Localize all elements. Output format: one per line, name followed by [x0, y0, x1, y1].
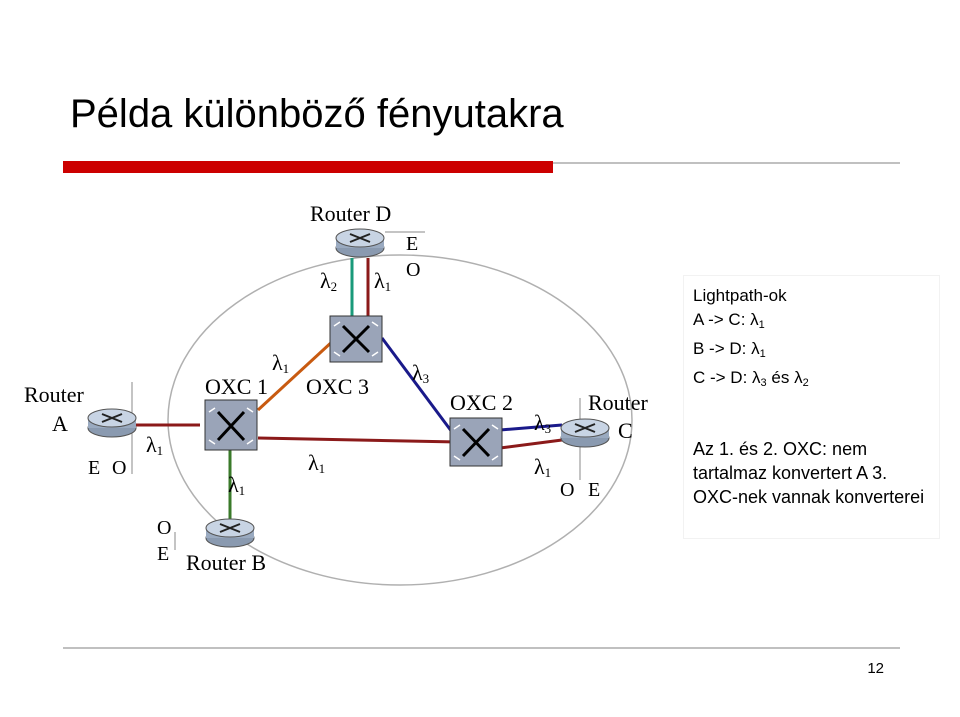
lambda-label: λ3	[412, 360, 430, 386]
link-oxc1-oxc2	[257, 436, 459, 444]
oxc3-label: OXC 3	[306, 374, 369, 399]
lightpath-line: A -> C: λ1	[693, 310, 765, 331]
router-d-port-e: E	[406, 233, 419, 255]
lambda-label: λ1	[308, 450, 326, 476]
router-c-label-1: Router	[588, 390, 648, 415]
lambda-label: λ2	[320, 268, 338, 294]
lambda-label: λ3	[534, 410, 552, 436]
router-c-icon	[560, 418, 610, 448]
network-ellipse	[167, 254, 633, 586]
router-c-port-e: E	[588, 479, 601, 501]
oxc3-icon	[329, 315, 383, 363]
title-underline-red	[63, 161, 553, 173]
lambda-label: λ1	[534, 454, 552, 480]
router-d-label: Router D	[310, 201, 392, 226]
lightpath-line: B -> D: λ1	[693, 339, 766, 360]
router-b-icon	[205, 518, 255, 548]
router-a-label-1: Router	[24, 382, 84, 407]
router-b-port-o: O	[157, 517, 172, 539]
lightpath-heading: Lightpath-ok	[693, 286, 787, 305]
link-oxc1-oxc3	[256, 338, 336, 412]
router-d-port-o: O	[406, 259, 421, 281]
link-oxc3-oxc2	[380, 337, 454, 433]
router-a-port-e: E	[88, 457, 101, 479]
converter-note: Az 1. és 2. OXC: nem tartalmaz konverter…	[693, 439, 925, 507]
links	[130, 231, 581, 550]
lambda-label: λ1	[228, 472, 246, 498]
oxc2-icon	[449, 417, 503, 467]
oxc1-icon	[204, 399, 258, 451]
router-b-label: Router B	[186, 550, 267, 575]
link-a-oxc1-fiber	[132, 438, 205, 500]
lightpath-info-box: Lightpath-ok A -> C: λ1 B -> D: λ1 C -> …	[684, 276, 939, 538]
oxc2-label: OXC 2	[450, 390, 513, 415]
router-a-label-2: A	[52, 411, 68, 436]
lambda-label: λ1	[272, 350, 290, 376]
page-number: 12	[867, 660, 884, 677]
router-a-port-o: O	[112, 457, 127, 479]
link-oxc2-routerc-blue	[499, 423, 563, 432]
lightpath-list: Lightpath-ok A -> C: λ1 B -> D: λ1 C -> …	[693, 284, 809, 395]
router-d-icon	[335, 228, 385, 258]
router-b-port-e: E	[157, 543, 170, 565]
lightpath-line: C -> D: λ3 és λ2	[693, 368, 809, 389]
oxc1-label: OXC 1	[205, 374, 268, 399]
slide-title: Példa különböző fényutakra	[70, 92, 564, 136]
router-c-port-o: O	[560, 479, 575, 501]
router-c-label-2: C	[618, 418, 633, 443]
router-a-icon	[87, 408, 137, 438]
lambda-label: λ1	[374, 268, 392, 294]
lambda-label: λ1	[146, 432, 164, 458]
link-oxc2-routerc-red	[499, 438, 563, 450]
